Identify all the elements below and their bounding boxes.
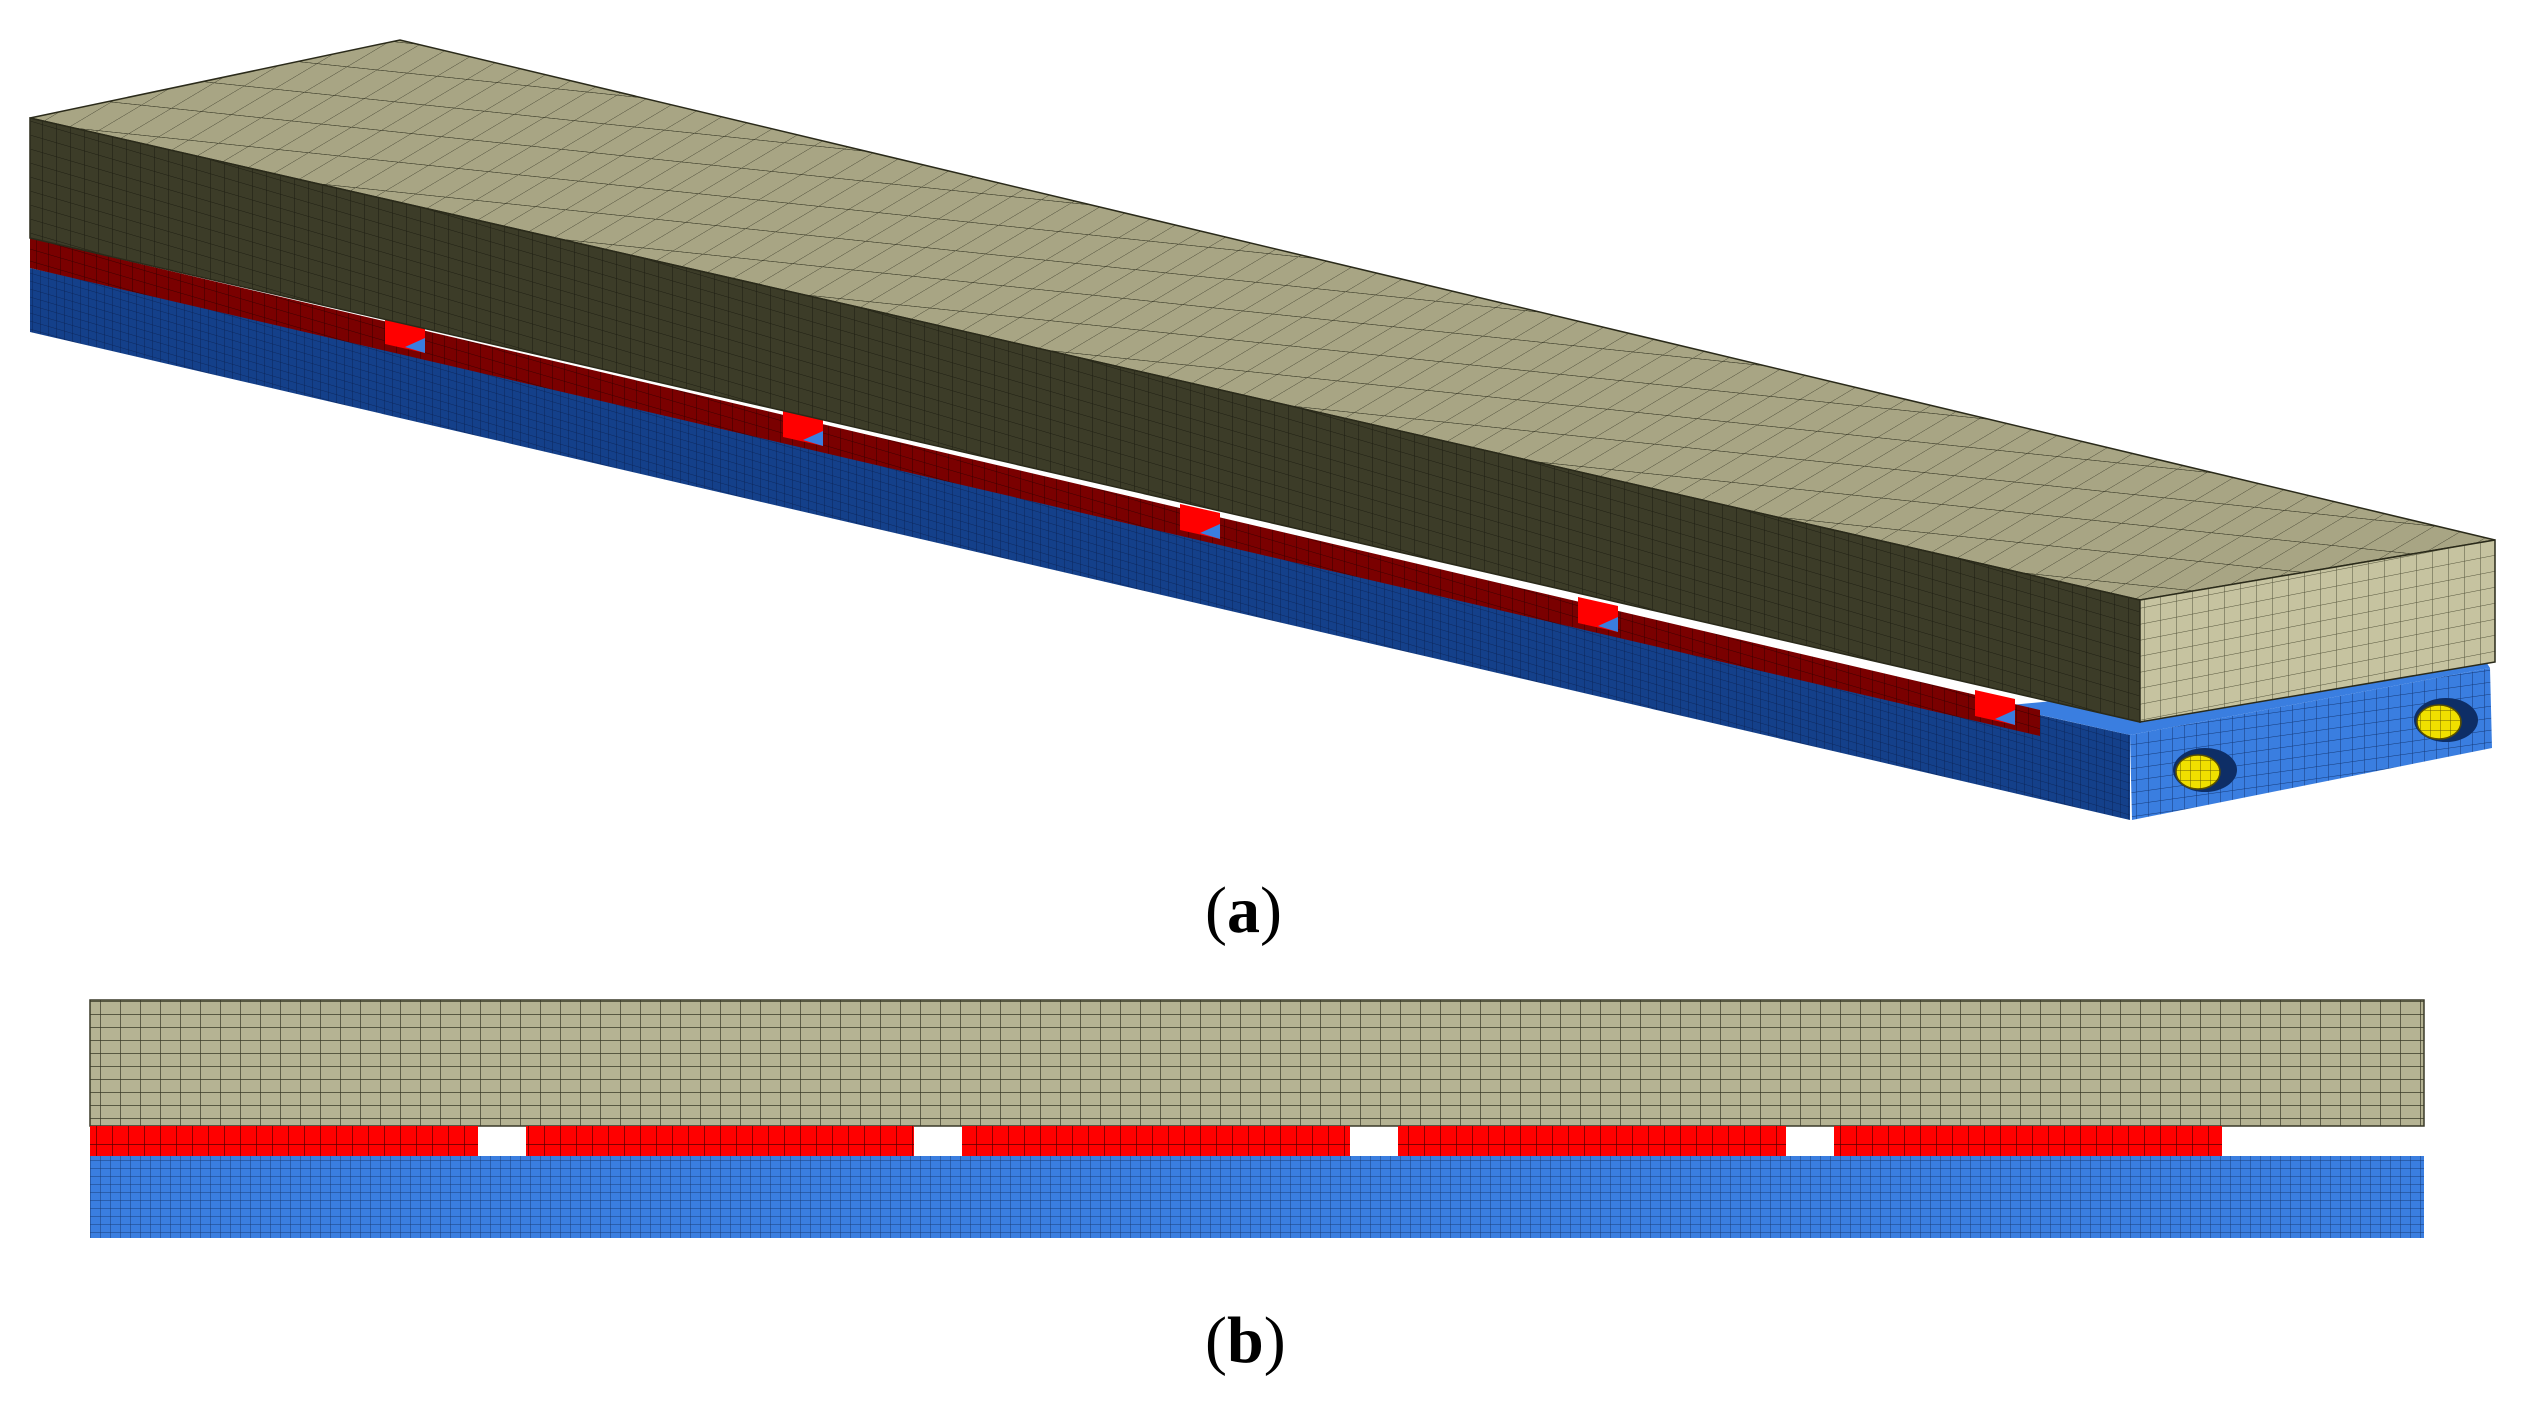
interlayer-2d-segments: [90, 1126, 2222, 1156]
interlayer-block-wedge: [1995, 710, 2015, 725]
interlayer-segment-2d: [1834, 1126, 2222, 1156]
hole-fill: [2416, 704, 2462, 740]
panel-a-3d-mesh: [29, 39, 2496, 820]
interlayer-front-strip: [30, 238, 2040, 736]
interlayer-segment-2d: [90, 1126, 478, 1156]
interlayer-segment-2d: [1398, 1126, 1786, 1156]
top-slab-2d: [89, 999, 2425, 1127]
interlayer-block-wedge: [1598, 617, 1618, 632]
hole-fill: [2175, 754, 2221, 790]
base-beam-front-face: [30, 268, 2130, 820]
panel-b-2d-mesh: [89, 999, 2425, 1238]
interlayer-segment-2d: [526, 1126, 914, 1156]
base-beam-2d: [90, 1156, 2424, 1238]
interlayer-block-wedge: [803, 431, 823, 446]
top-slab-end-face: [2139, 539, 2496, 723]
caption-a: (a): [1205, 874, 1282, 947]
interlayer-block-wedge: [405, 338, 425, 353]
base-holes: [2173, 698, 2478, 792]
interlayer-segment-2d: [962, 1126, 1350, 1156]
interlayer-blocks: [385, 318, 2015, 725]
interlayer-block-wedge: [1200, 524, 1220, 539]
caption-b: (b): [1205, 1304, 1286, 1377]
